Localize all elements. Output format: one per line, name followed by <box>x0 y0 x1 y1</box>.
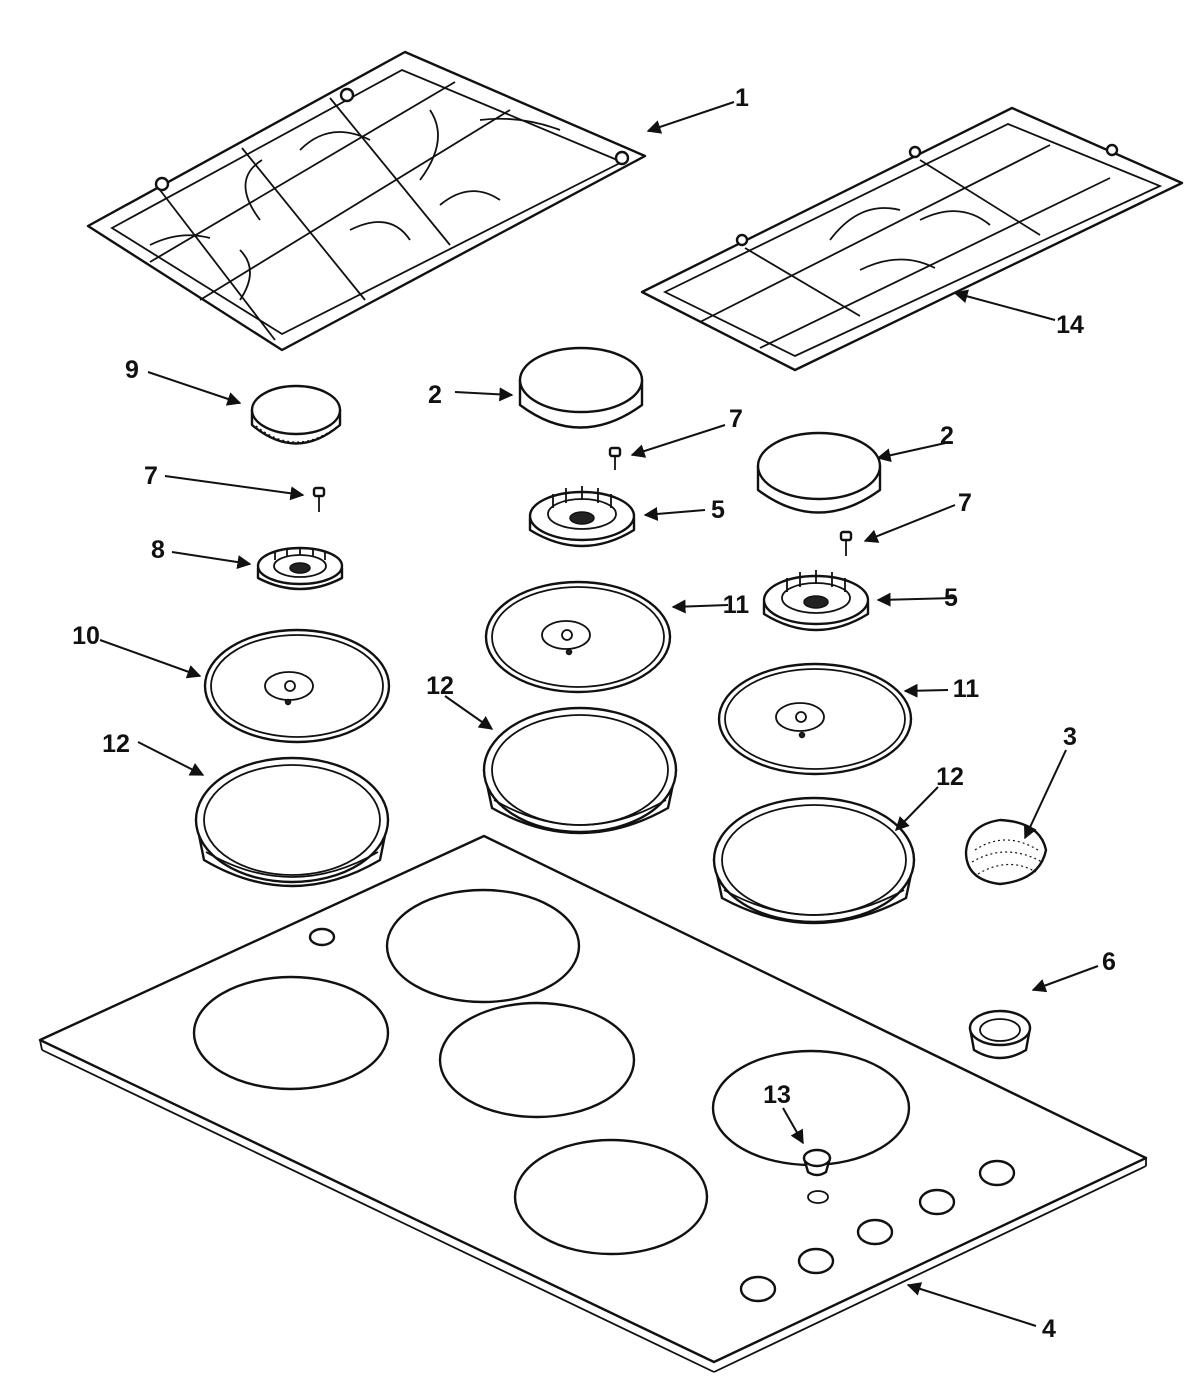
cooktop-panel <box>38 834 1148 1373</box>
left-burner-grate <box>86 50 647 352</box>
callout-11b: 11 <box>953 675 980 703</box>
callout-13: 13 <box>763 1081 791 1109</box>
leader-12b <box>444 695 494 730</box>
leader-13 <box>782 1107 804 1145</box>
callout-9: 9 <box>125 356 139 384</box>
leader-10 <box>99 639 202 679</box>
small-burner-head <box>256 546 344 591</box>
leader-9 <box>147 371 242 406</box>
callout-2b: 2 <box>940 422 954 450</box>
callout-11a: 11 <box>723 591 750 619</box>
callout-3: 3 <box>1063 723 1077 751</box>
leader-8 <box>171 551 252 570</box>
callout-12a: 12 <box>102 730 130 758</box>
callout-7c: 7 <box>958 489 972 517</box>
right-burner-grate <box>640 106 1184 372</box>
burner-cap-right <box>756 431 882 514</box>
callout-2a: 2 <box>428 381 442 409</box>
leader-7b <box>630 424 726 458</box>
leader-2b <box>876 441 951 463</box>
trim-ring-left <box>194 756 390 888</box>
spark-ignitor <box>802 1148 832 1177</box>
callout-5a: 5 <box>711 496 725 524</box>
callout-6: 6 <box>1102 948 1116 976</box>
drip-pan-right <box>717 662 913 776</box>
knob-bezel <box>968 1009 1032 1060</box>
burner-head-right <box>762 570 870 632</box>
callout-7a: 7 <box>144 462 158 490</box>
drip-pan-center <box>484 580 672 694</box>
small-drip-pan <box>203 628 391 744</box>
leader-7c <box>863 504 956 543</box>
leader-11a <box>671 599 729 614</box>
callout-14: 14 <box>1056 311 1084 339</box>
leader-6 <box>1031 965 1099 993</box>
control-knob <box>964 818 1048 886</box>
callout-1: 1 <box>735 84 749 112</box>
small-burner-cap <box>250 384 342 445</box>
callout-10: 10 <box>72 622 100 650</box>
callout-4: 4 <box>1042 1315 1056 1343</box>
callout-12b: 12 <box>426 672 454 700</box>
burner-cap-center <box>518 346 644 429</box>
callout-7b: 7 <box>729 405 743 433</box>
leader-12a <box>137 741 205 776</box>
leader-12c <box>895 786 939 832</box>
leader-5a <box>643 506 706 521</box>
callout-5b: 5 <box>944 584 958 612</box>
leader-4 <box>906 1282 1037 1327</box>
callout-8: 8 <box>151 536 165 564</box>
leader-14 <box>953 289 1056 321</box>
leader-3 <box>1023 749 1067 840</box>
leader-5b <box>876 592 956 607</box>
leader-2a <box>454 387 514 402</box>
screw-right <box>839 530 853 556</box>
trim-ring-right <box>712 796 916 925</box>
leader-1 <box>646 101 735 134</box>
callout-12c: 12 <box>936 763 964 791</box>
screw-left <box>312 486 326 512</box>
trim-ring-center <box>482 706 678 835</box>
leader-7a <box>164 475 305 501</box>
burner-head-center <box>528 486 636 548</box>
leader-11b <box>903 683 949 698</box>
screw-center <box>608 446 622 470</box>
